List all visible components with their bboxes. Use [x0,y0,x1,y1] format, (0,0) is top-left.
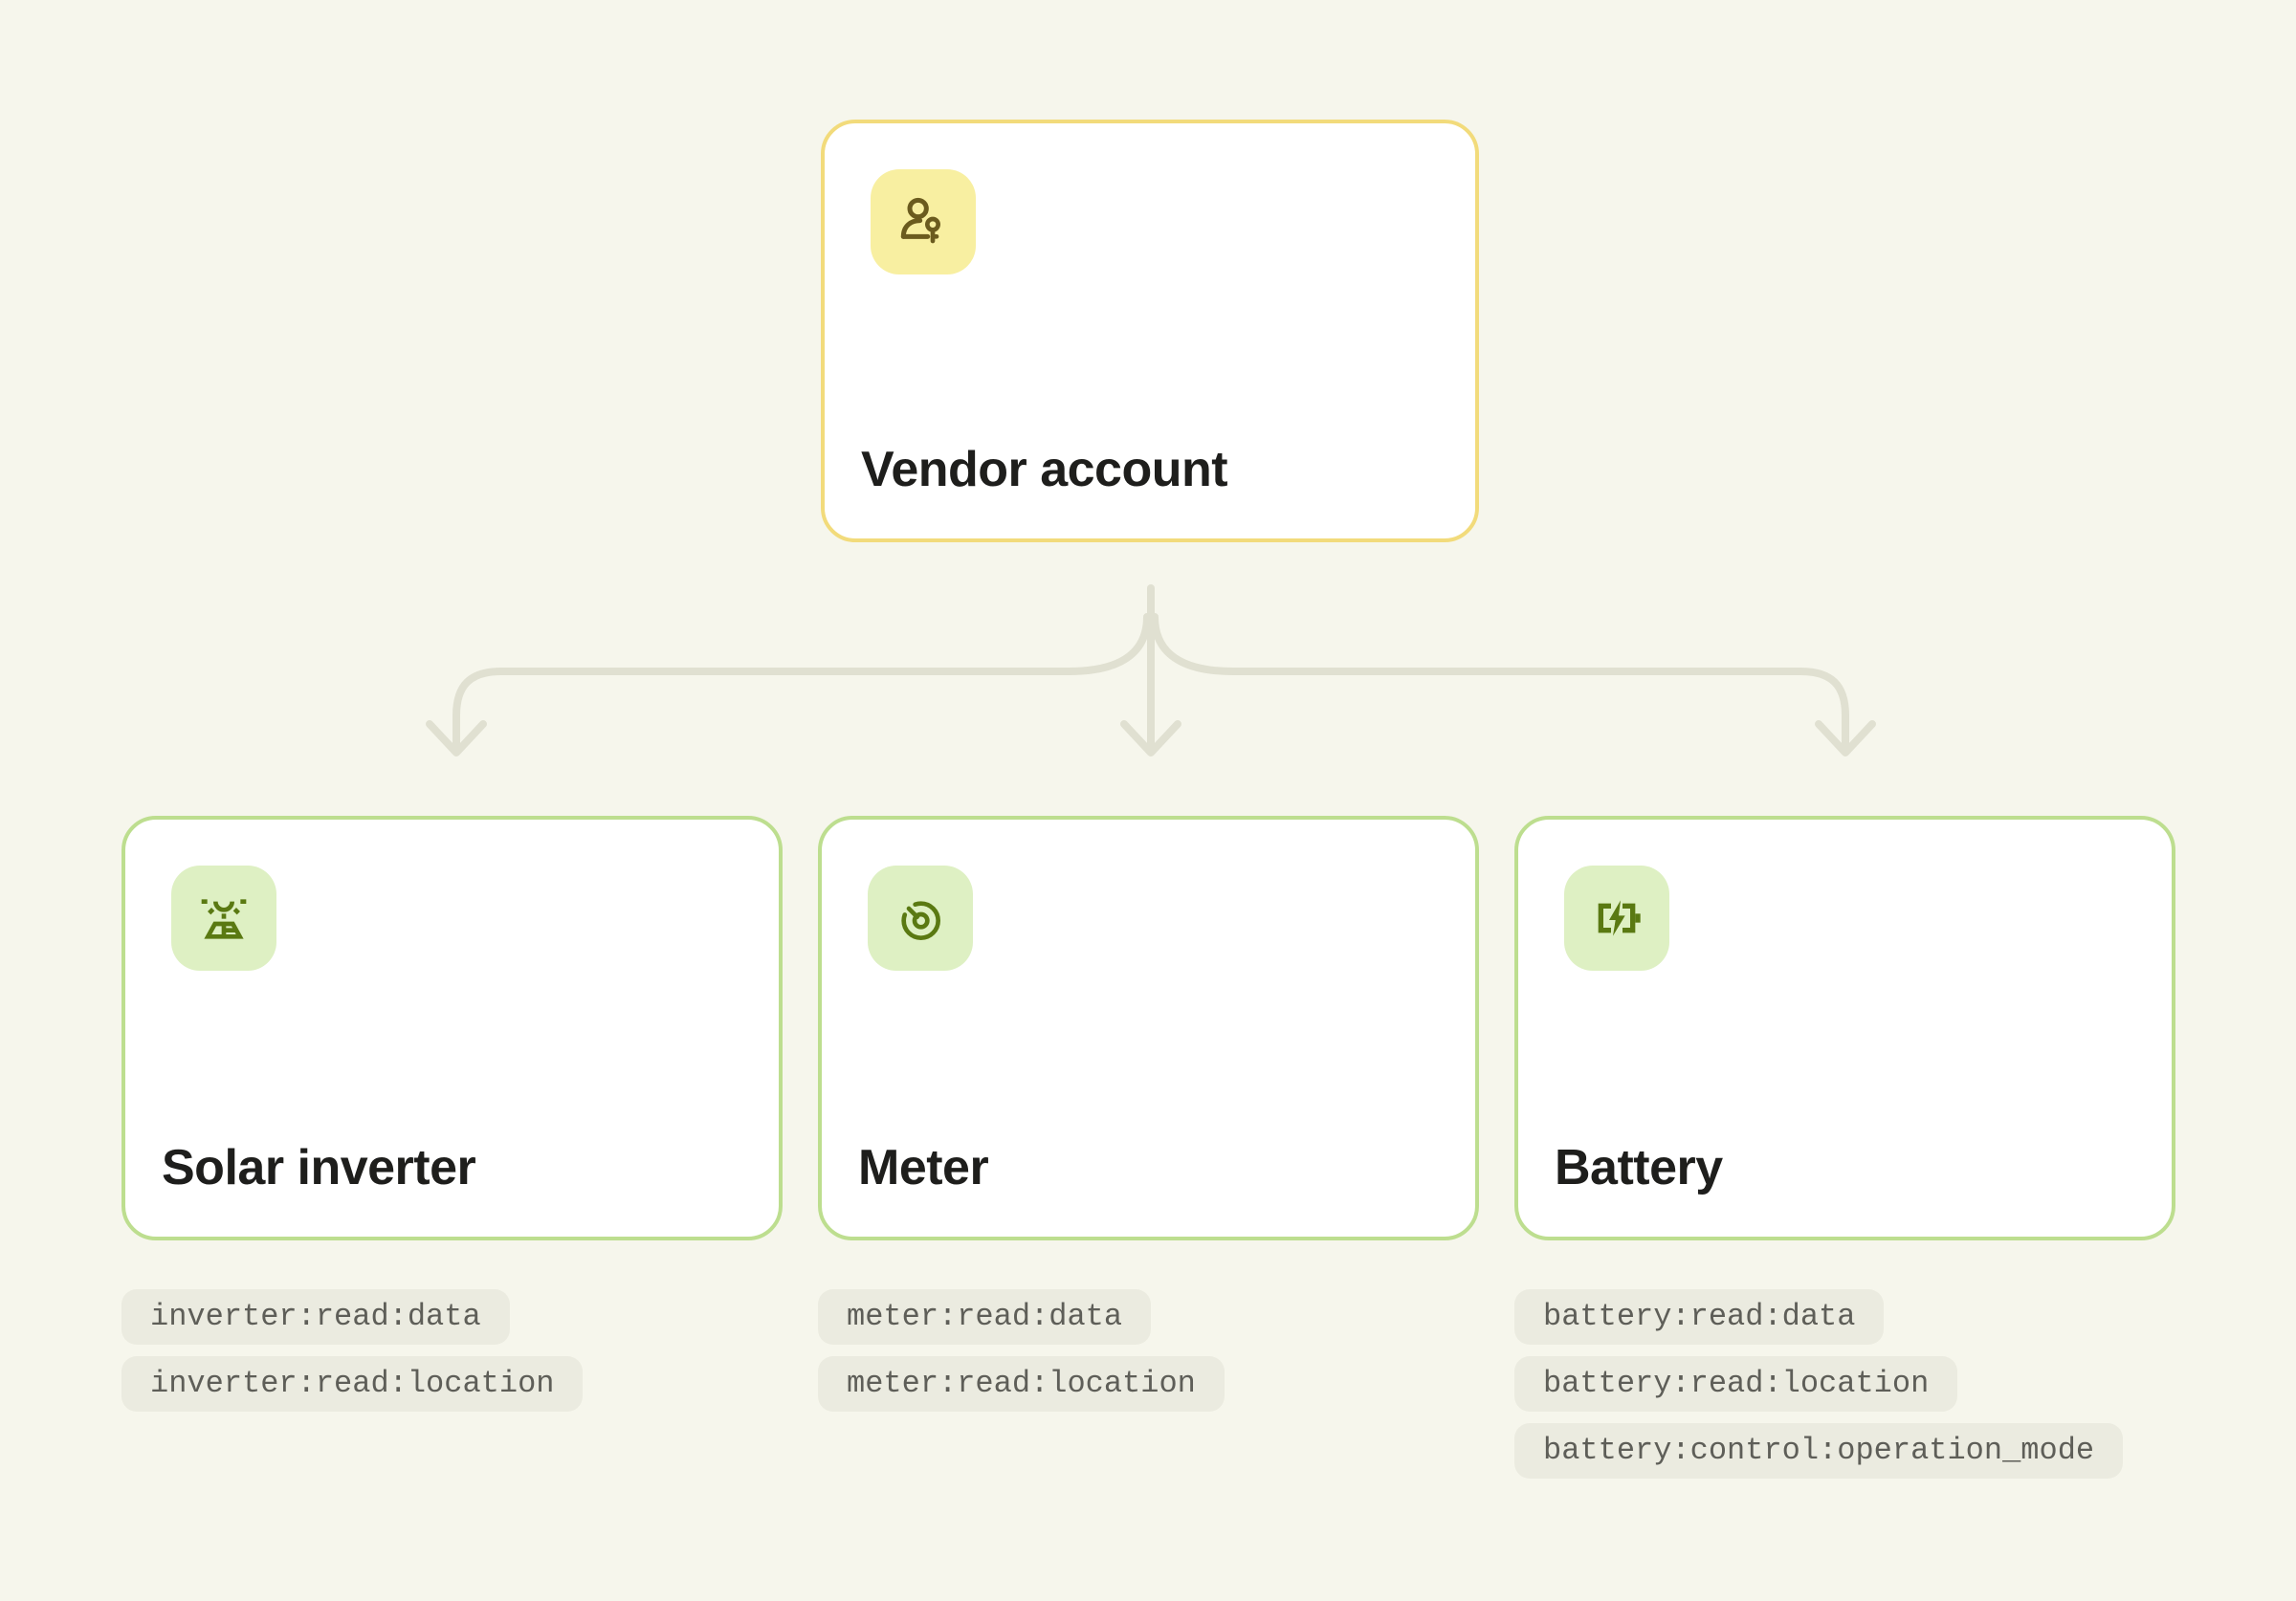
scope-tag-battery-control-operation-mode: battery:control:operation_mode [1514,1423,2124,1479]
solar-inverter-scopes: inverter:read:data inverter:read:locatio… [121,1289,584,1412]
vendor-icon-box [871,169,976,274]
scope-tag-meter-read-data: meter:read:data [818,1289,1152,1345]
arrowhead-right [1815,720,1876,757]
solar-inverter-card: Solar inverter [121,816,783,1240]
arrowhead-left [426,720,487,757]
arrowhead-center [1120,720,1181,757]
connector-left [453,613,1151,756]
scope-tag-meter-read-location: meter:read:location [818,1356,1225,1412]
meter-icon-box [868,866,973,971]
battery-title: Battery [1555,1140,1723,1196]
meter-title: Meter [858,1140,989,1196]
battery-card: Battery [1514,816,2175,1240]
scope-tag-battery-read-data: battery:read:data [1514,1289,1885,1345]
scope-tag-battery-read-location: battery:read:location [1514,1356,1958,1412]
solar-panel-sun-icon [201,899,247,939]
meter-card: Meter [818,816,1479,1240]
battery-bolt-icon [1598,900,1641,936]
scope-tag-inverter-read-location: inverter:read:location [121,1356,584,1412]
scope-tag-inverter-read-data: inverter:read:data [121,1289,510,1345]
meter-dial-icon [901,901,940,940]
connector-right [1151,613,1849,756]
meter-scopes: meter:read:data meter:read:location [818,1289,1225,1412]
vendor-account-title: Vendor account [861,442,1228,498]
user-key-icon [900,197,940,244]
solar-inverter-title: Solar inverter [162,1140,476,1196]
solar-inverter-icon-box [171,866,276,971]
vendor-account-card: Vendor account [821,120,1479,542]
battery-scopes: battery:read:data battery:read:location … [1514,1289,2124,1479]
battery-icon-box [1564,866,1669,971]
